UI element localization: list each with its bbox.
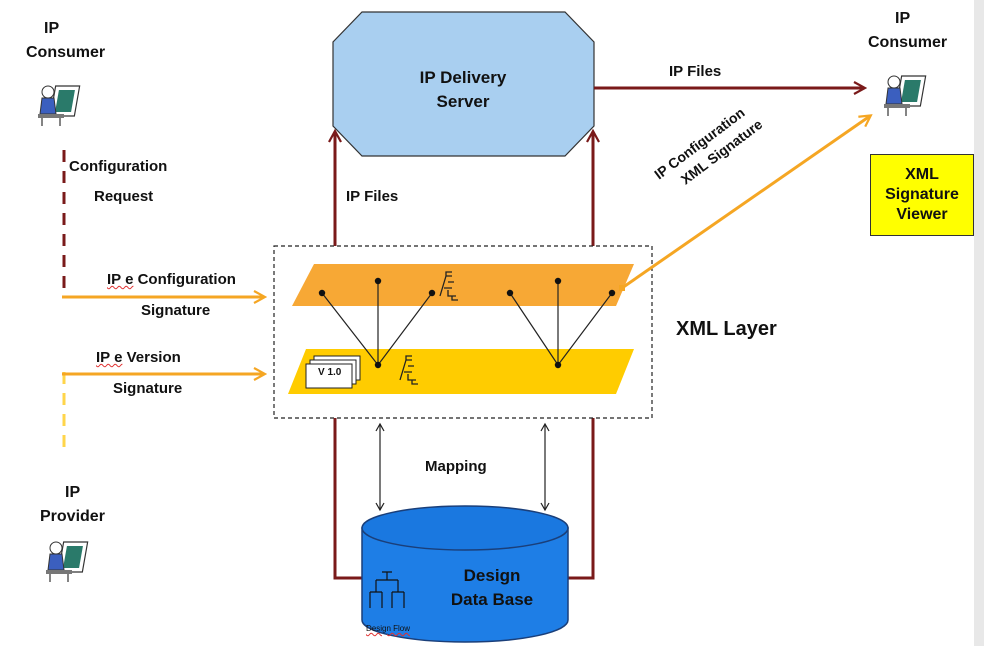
provider-label-line2: Provider [40,508,105,525]
layer-nodes [318,277,616,369]
config-signature-line2: Signature [141,302,211,319]
xml-signature-arrow [621,116,870,290]
consumer-right-icon [884,75,927,116]
database-label-line1: Design [463,566,521,585]
design-database-cylinder [361,505,569,643]
db-connector-right [568,418,595,580]
version-tag-label: V 1.0 [318,367,342,378]
viewer-line2: Signature [885,186,959,203]
viewer-line3: Viewer [896,206,948,223]
xml-layer-label: XML Layer [676,318,777,340]
consumer-left-icon [38,85,81,126]
consumer-left-label-line1: IP [44,20,60,37]
provider-icon [46,541,89,582]
consumer-right-label-line2: Consumer [868,34,948,51]
delivery-server-label-line1: IP Delivery [419,68,507,87]
tree-icon-bottom [399,355,418,385]
version-document-icon [305,355,361,389]
provider-label-line1: IP [65,484,81,501]
config-signature-line1: IP e Configuration [107,271,236,288]
config-request-line2: Request [94,188,154,205]
ip-files-top-label: IP Files [669,63,722,80]
database-label-line2: Data Base [450,590,534,609]
layer-connectors [321,281,613,366]
mapping-label: Mapping [425,458,487,475]
design-flow-label: Design Flow [366,624,411,633]
viewer-line1: XML [905,166,939,183]
xml-signature-arrow-start [619,285,625,291]
db-connector-left [333,418,362,580]
version-signature-line1: IP e Version [96,349,181,366]
design-flow-icon [369,571,405,608]
tree-icon-top [439,271,458,301]
config-request-line1: Configuration [69,158,168,175]
consumer-left-label-line2: Consumer [26,44,106,61]
edge-strip [974,0,984,646]
xml-signature-viewer-box: XML Signature Viewer [870,154,974,236]
configuration-layer [292,264,634,306]
delivery-server-shape [332,11,595,157]
ip-files-up-label: IP Files [346,188,399,205]
version-signature-line2: Signature [113,380,183,397]
delivery-server-label-line2: Server [436,92,490,111]
consumer-right-label-line1: IP [895,10,911,27]
